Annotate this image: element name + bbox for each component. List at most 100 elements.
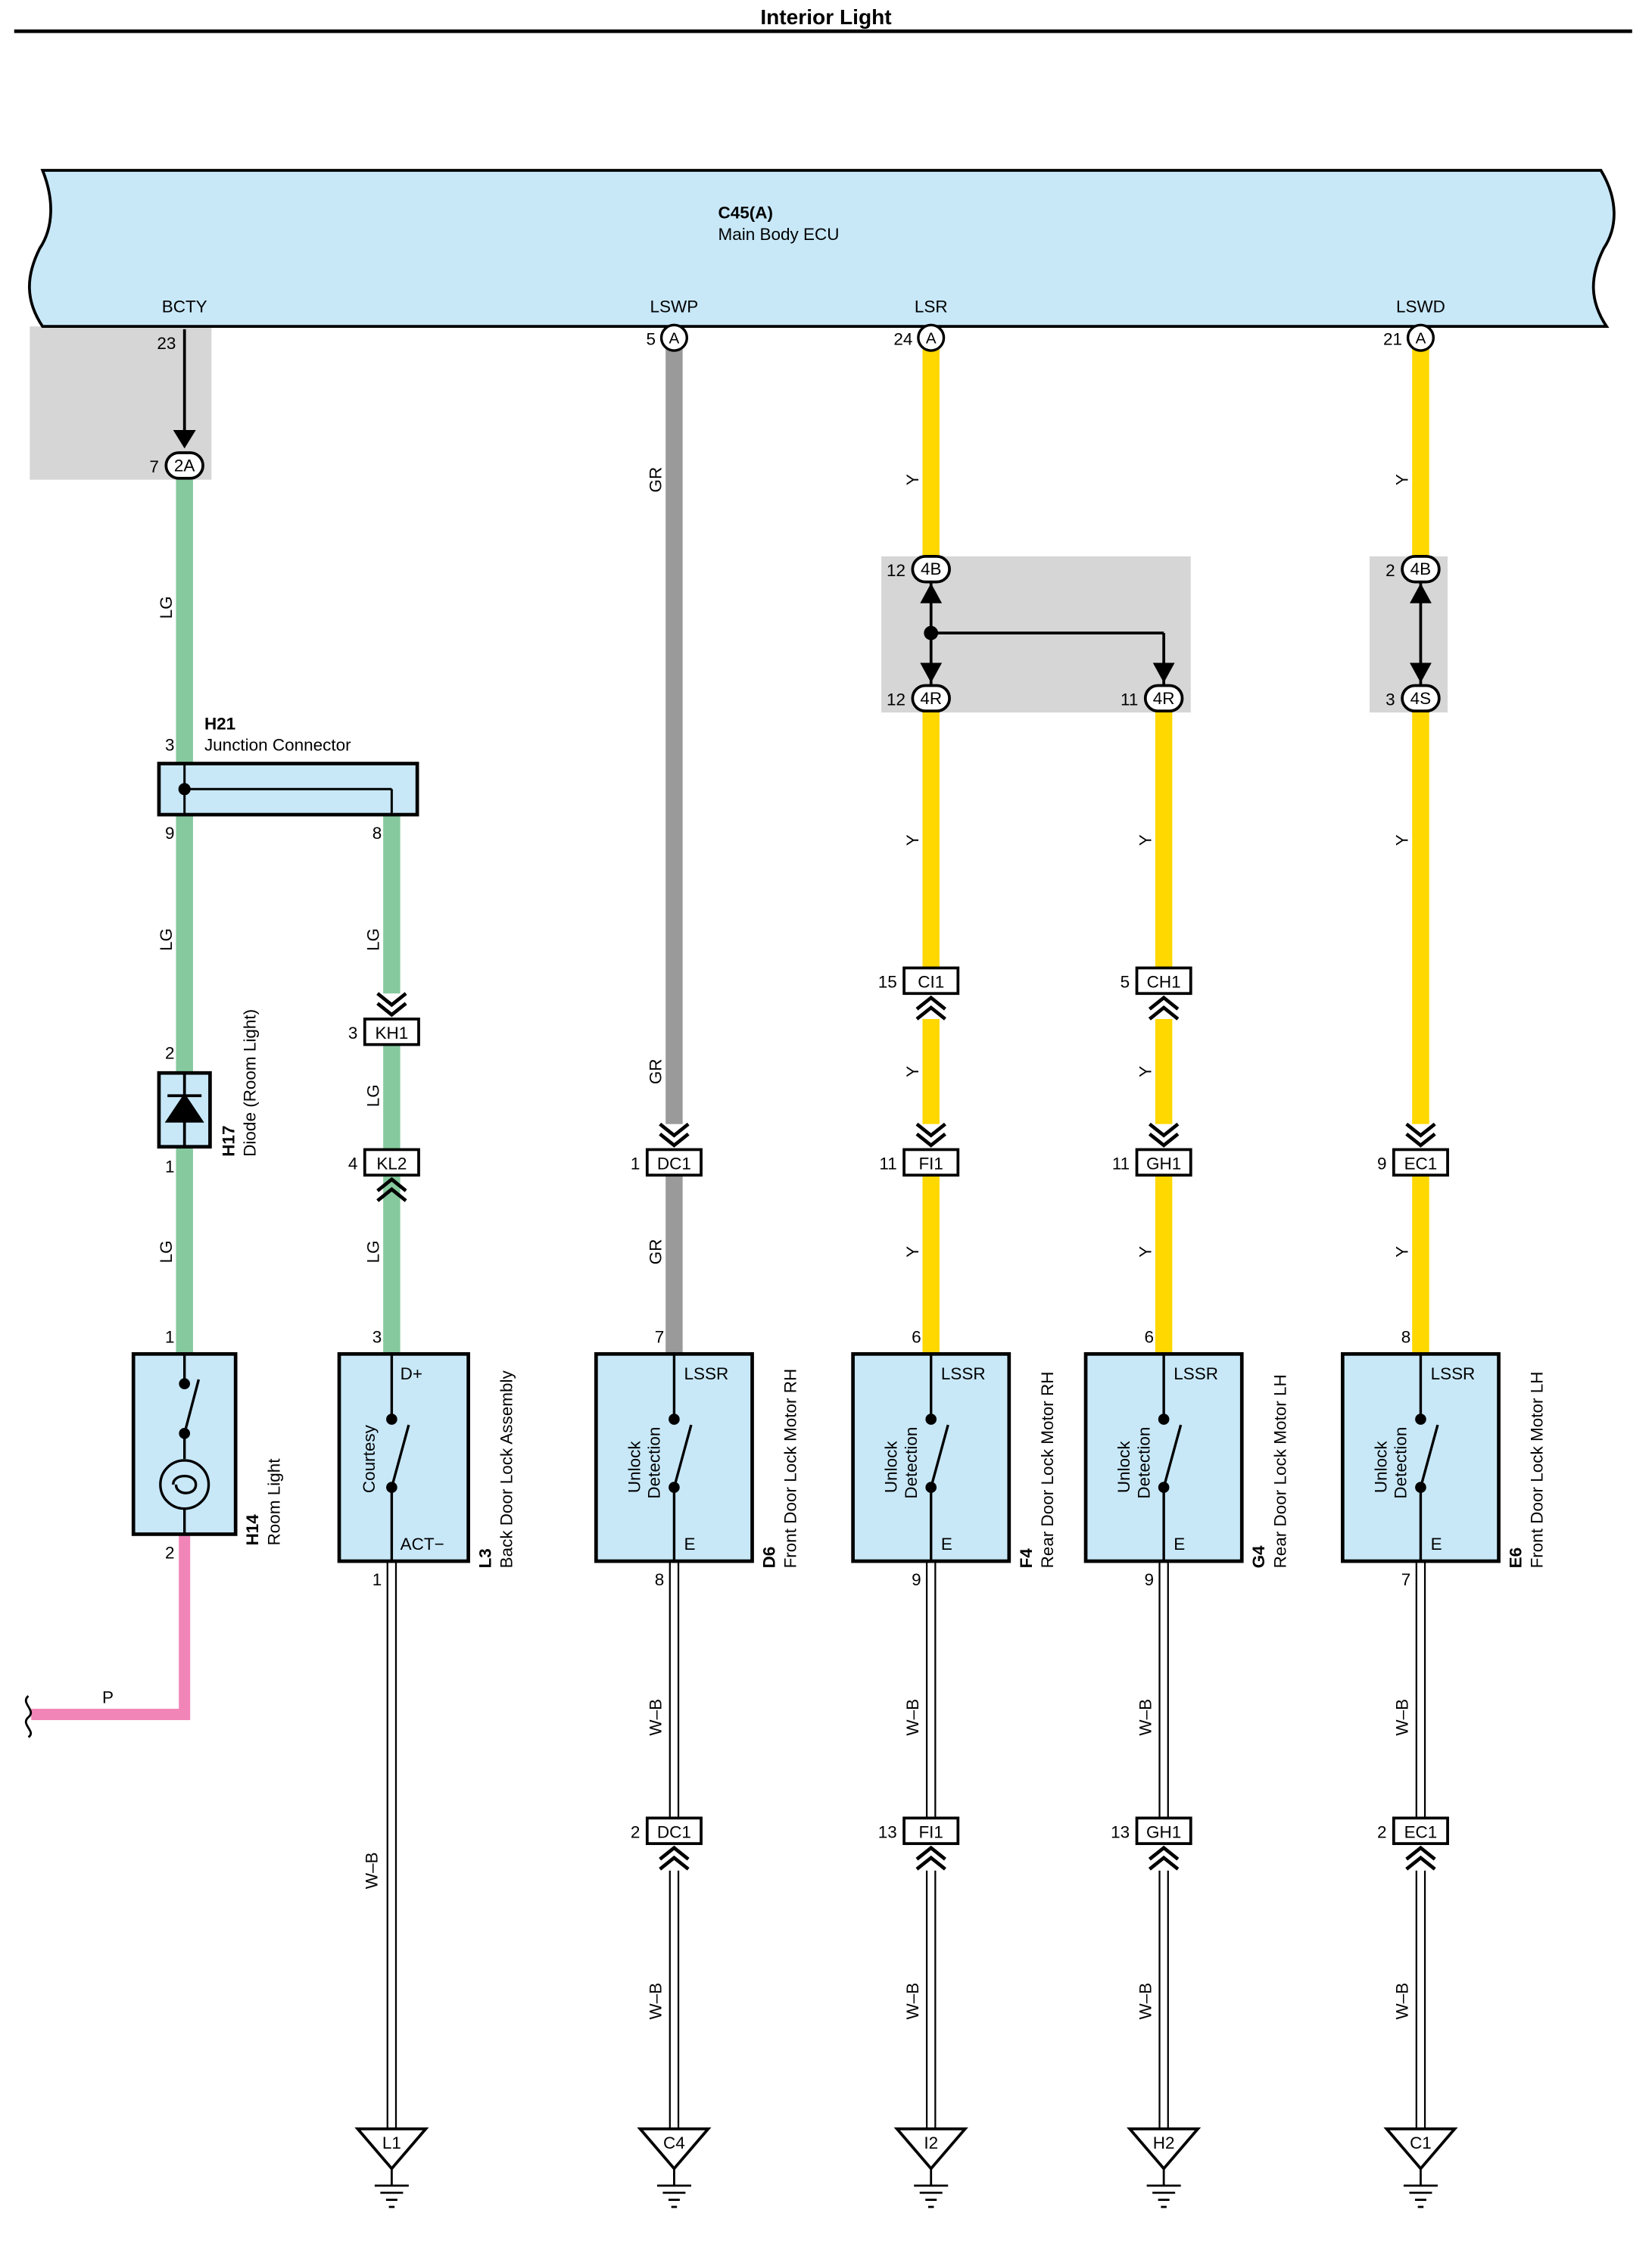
ecu-pin-connector: A	[1416, 330, 1426, 348]
wire-label-y: Y	[903, 1246, 922, 1258]
svg-text:9: 9	[912, 1570, 921, 1589]
wire-label-wb: W–B	[1136, 1699, 1155, 1736]
junction-internal	[178, 763, 393, 815]
wire-label-y: Y	[1136, 1066, 1155, 1077]
wire-color-labels: LG LG LG LG LG LG GR GR GR Y Y Y Y Y Y Y…	[102, 467, 1412, 2020]
svg-text:Unlock: Unlock	[1371, 1441, 1390, 1493]
svg-text:11: 11	[879, 1155, 896, 1173]
wire-label-y: Y	[1393, 1246, 1412, 1258]
svg-text:8: 8	[1401, 1327, 1411, 1346]
svg-text:C1: C1	[1410, 2133, 1432, 2152]
wire-label-wb: W–B	[903, 1983, 922, 2020]
svg-text:ACT−: ACT−	[401, 1535, 444, 1554]
wire-label-lg: LG	[364, 928, 383, 951]
room-light-pin-bottom: 2	[165, 1543, 175, 1562]
wire-label-y: Y	[1393, 474, 1412, 485]
svg-text:LSSR: LSSR	[684, 1364, 729, 1383]
oval-connectors: 2A 7 4B 12 4R 12 4R 11 4B 2 4S 3	[149, 451, 1441, 713]
svg-text:Courtesy: Courtesy	[360, 1424, 379, 1493]
wire-lg-bcty-1	[176, 479, 193, 764]
svg-text:13: 13	[1111, 1823, 1130, 1842]
junction-code: H21	[204, 715, 235, 734]
wire-label-lg: LG	[157, 1240, 176, 1263]
svg-text:4: 4	[348, 1155, 358, 1173]
svg-text:E: E	[1431, 1535, 1442, 1554]
svg-text:D+: D+	[401, 1364, 422, 1383]
wire-label-y: Y	[1136, 1246, 1155, 1258]
ecu-pin-number: 24	[893, 330, 912, 349]
component-l3: D+ ACT− Courtesy 3 1 L3 Back Door Lock A…	[337, 1327, 516, 1589]
svg-text:C4: C4	[663, 2133, 685, 2152]
svg-text:5: 5	[1121, 973, 1130, 992]
wire-label-wb: W–B	[647, 1699, 665, 1736]
wire-label-wb: W–B	[903, 1699, 922, 1736]
svg-text:GH1: GH1	[1146, 1155, 1181, 1173]
svg-text:2: 2	[1385, 561, 1395, 580]
wire-y-lsr-2	[922, 709, 940, 968]
junction-pin-out-right: 8	[372, 824, 382, 843]
svg-text:Detection: Detection	[1134, 1427, 1153, 1499]
svg-text:E6: E6	[1507, 1548, 1526, 1569]
svg-text:DC1: DC1	[657, 1155, 691, 1173]
inline-rect-connectors: KH1 3 KL2 4 DC1 1 CI1 15 FI1 11 CH1 5 GH…	[348, 966, 1449, 1871]
diode-name: Diode (Room Light)	[240, 1009, 259, 1157]
svg-text:7: 7	[1401, 1570, 1411, 1589]
wire-y-lsr-4	[922, 1175, 940, 1354]
svg-text:H2: H2	[1153, 2133, 1175, 2152]
ecu-pin-label-lswp: LSWP	[650, 297, 699, 316]
svg-text:L3: L3	[476, 1548, 495, 1568]
ecu-pin-number: 23	[157, 334, 176, 353]
wire-label-y: Y	[903, 834, 922, 846]
svg-text:6: 6	[912, 1327, 921, 1346]
wire-lg-branch-1	[383, 815, 401, 994]
svg-text:4S: 4S	[1410, 689, 1432, 708]
junction-internal-wiring	[920, 581, 1432, 686]
wire-y-4r-2	[1155, 1018, 1173, 1124]
ecu-pin-label-bcty: BCTY	[162, 297, 207, 316]
svg-text:Rear Door Lock Motor LH: Rear Door Lock Motor LH	[1270, 1374, 1289, 1568]
ecu-pin-label-lsr: LSR	[915, 297, 948, 316]
svg-text:GH1: GH1	[1146, 1823, 1181, 1842]
diode-icon	[164, 1073, 204, 1147]
wire-y-lsr-3	[922, 1018, 940, 1124]
svg-text:FI1: FI1	[918, 1155, 943, 1173]
wire-label-wb: W–B	[1393, 1983, 1412, 2020]
svg-text:6: 6	[1145, 1327, 1155, 1346]
ground-symbol-icon: I2	[893, 2127, 968, 2208]
junction-pin-in: 3	[165, 736, 175, 755]
wire-label-wb: W–B	[1136, 1983, 1155, 2020]
svg-text:CI1: CI1	[918, 973, 944, 992]
svg-text:Unlock: Unlock	[625, 1441, 644, 1493]
svg-text:Front Door Lock Motor LH: Front Door Lock Motor LH	[1528, 1372, 1547, 1569]
wire-label-y: Y	[1393, 834, 1412, 846]
wire-break-left	[24, 1695, 33, 1738]
svg-text:4R: 4R	[920, 689, 942, 708]
wire-label-wb: W–B	[363, 1852, 382, 1889]
wire-p-room-light	[31, 1534, 191, 1721]
arrow-bcty	[173, 430, 196, 449]
svg-text:3: 3	[348, 1024, 358, 1043]
component-f4: LSSR E Unlock Detection 6 9 F4 Rear Door…	[851, 1327, 1057, 1589]
wire-label-y: Y	[903, 1066, 922, 1077]
svg-text:DC1: DC1	[657, 1823, 691, 1842]
wire-label-lg: LG	[364, 1084, 383, 1107]
wire-label-gr: GR	[647, 467, 665, 493]
svg-text:2A: 2A	[174, 456, 195, 475]
svg-text:Back Door Lock Assembly: Back Door Lock Assembly	[497, 1370, 516, 1568]
room-light-code: H14	[243, 1514, 262, 1546]
svg-text:15: 15	[878, 973, 897, 992]
room-light-icon	[159, 1354, 210, 1535]
wire-wb-group	[386, 1561, 1426, 2129]
svg-text:EC1: EC1	[1404, 1823, 1438, 1842]
svg-text:CH1: CH1	[1147, 973, 1181, 992]
ecu-pin-label-lswd: LSWD	[1396, 297, 1445, 316]
wire-lg-bcty-3	[176, 1146, 193, 1354]
svg-text:11: 11	[1112, 1155, 1130, 1173]
svg-text:LSSR: LSSR	[1431, 1364, 1476, 1383]
wire-label-lg: LG	[364, 1240, 383, 1263]
svg-text:L1: L1	[382, 2133, 401, 2152]
diode-pin-top: 2	[165, 1043, 175, 1062]
wire-lg-branch-3	[383, 1175, 401, 1354]
wire-label-p: P	[102, 1688, 114, 1707]
component-g4: LSSR E Unlock Detection 6 9 G4 Rear Door…	[1083, 1327, 1289, 1589]
